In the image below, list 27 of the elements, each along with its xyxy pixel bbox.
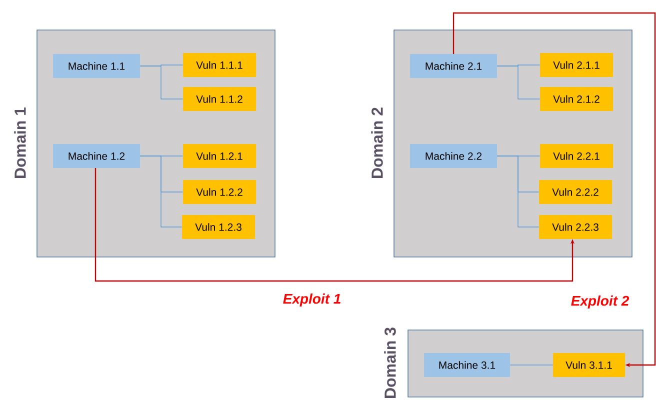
vulnerability-box: Vuln 3.1.1 (553, 353, 625, 377)
connector-line (510, 364, 554, 366)
domain-heading: Domain 1 (14, 107, 26, 178)
machine-box: Machine 2.1 (410, 54, 497, 78)
vulnerability-box: Vuln 1.2.1 (183, 144, 256, 168)
machine-box: Machine 1.2 (53, 144, 140, 168)
vulnerability-box: Vuln 2.2.2 (539, 180, 612, 204)
exploit-arrow (452, 12, 656, 368)
vulnerability-box: Vuln 2.2.3 (539, 215, 612, 239)
vulnerability-box: Vuln 2.1.1 (540, 53, 613, 77)
vulnerability-box: Vuln 1.2.3 (182, 215, 255, 239)
connector-line (496, 66, 540, 100)
connector-line (496, 156, 540, 228)
vulnerability-box: Vuln 2.1.2 (540, 87, 613, 111)
vulnerability-box: Vuln 1.1.1 (183, 53, 256, 77)
edge-label: Exploit 1 (283, 293, 340, 307)
vulnerability-box: Vuln 2.2.1 (540, 144, 613, 168)
vulnerability-box: Vuln 1.1.2 (183, 87, 256, 111)
connector-line (140, 156, 182, 228)
edge-label: Exploit 2 (571, 295, 630, 309)
domain-heading: Domain 2 (371, 108, 383, 178)
domain-heading: Domain 3 (384, 328, 396, 398)
machine-box: Machine 2.2 (410, 144, 497, 168)
machine-box: Machine 1.1 (53, 54, 140, 78)
vulnerability-box: Vuln 1.2.2 (183, 180, 256, 204)
connector-line (140, 66, 184, 100)
machine-box: Machine 3.1 (424, 353, 510, 377)
